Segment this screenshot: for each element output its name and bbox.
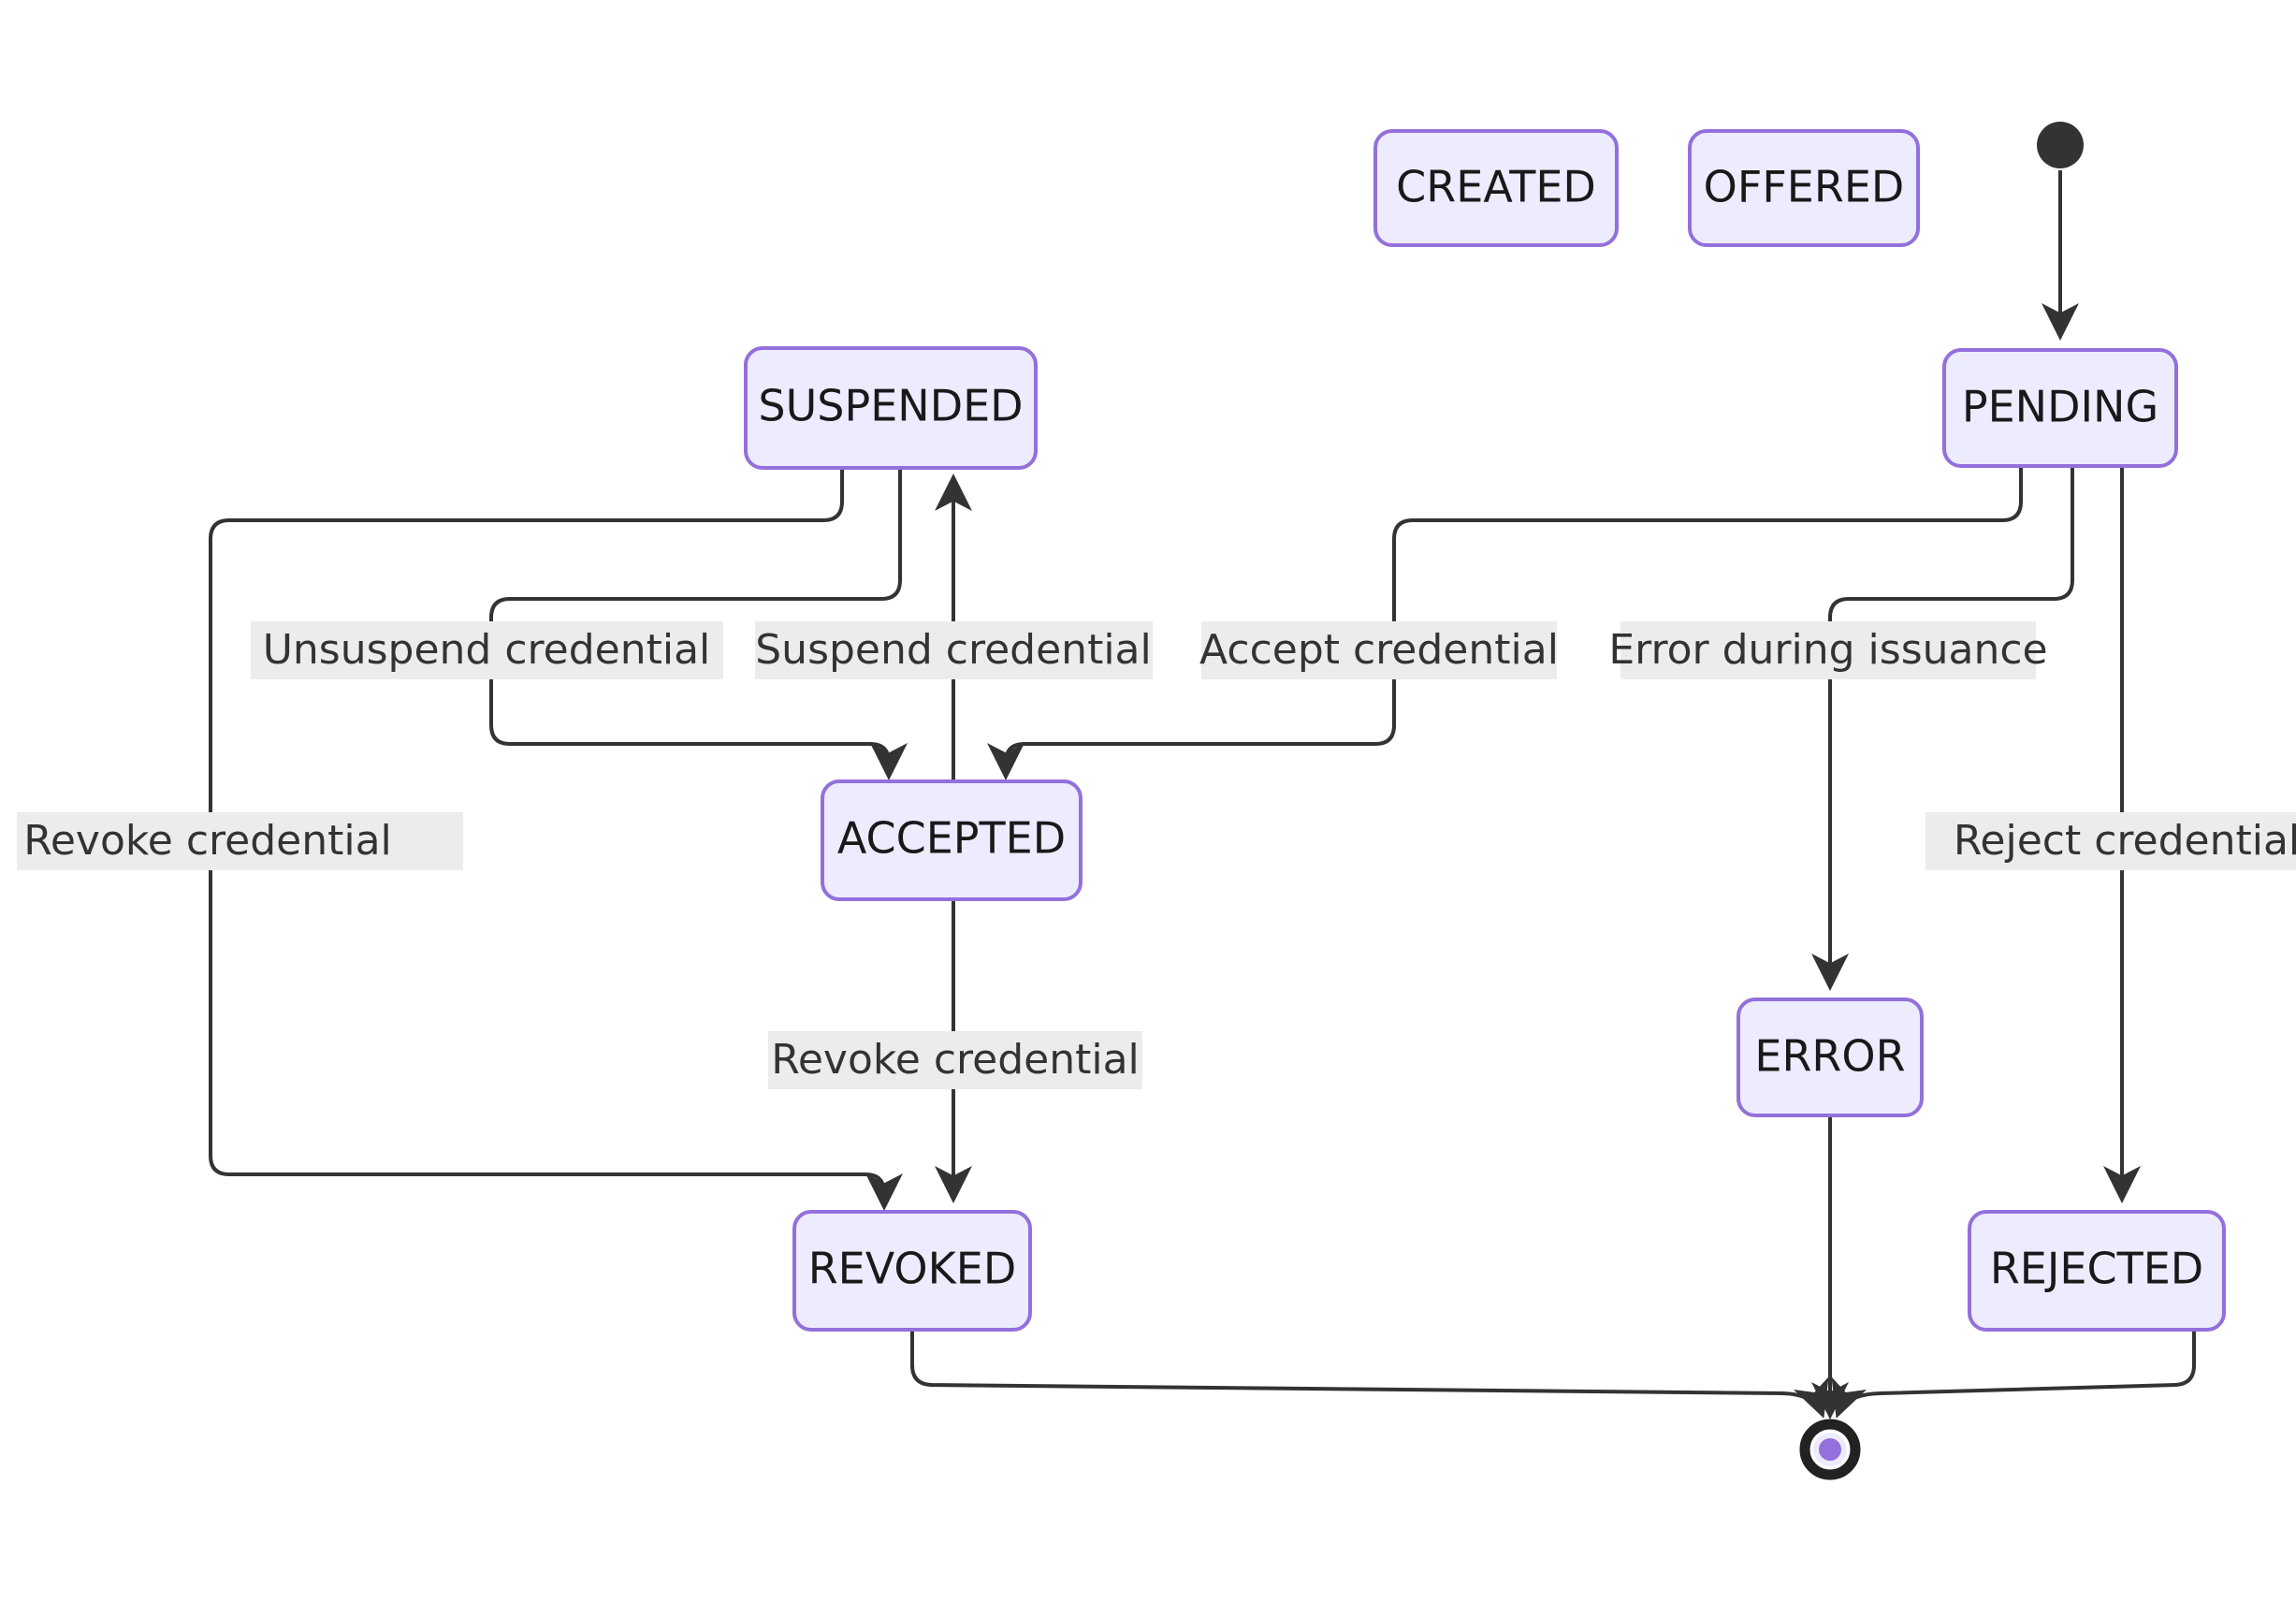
edge-label-text: Error during issuance (1608, 626, 2047, 674)
state-node-created[interactable]: CREATED (1373, 129, 1619, 247)
edge-labels-layer: Revoke credential Unsuspend credential S… (17, 621, 2296, 1089)
state-node-pending-label: PENDING (1962, 382, 2158, 432)
edge-label-background (1620, 621, 2036, 679)
edge-label-accepted-to-revoked: Revoke credential (768, 1031, 1142, 1089)
edge-label-background (1925, 812, 2296, 870)
state-node-error-label: ERROR (1754, 1031, 1905, 1082)
edge-label-pending-to-rejected: Reject credential (1925, 812, 2296, 870)
edge-revoked-to-end (910, 1330, 1829, 1419)
state-node-suspended-box[interactable] (744, 346, 1038, 470)
edge-pending-to-error (1811, 466, 2074, 991)
end-state-icon (1799, 1419, 1861, 1480)
edge-label-background (755, 621, 1153, 679)
state-node-rejected-label: REJECTED (1990, 1244, 2203, 1294)
state-node-revoked[interactable]: REVOKED (792, 1210, 1032, 1332)
state-node-created-label: CREATED (1396, 162, 1596, 212)
state-node-pending-box[interactable] (1942, 348, 2178, 468)
state-node-offered-label: OFFERED (1704, 162, 1905, 212)
start-state-icon (2037, 122, 2084, 168)
edge-label-background (17, 812, 463, 870)
edge-label-suspended-to-accepted: Unsuspend credential (251, 621, 723, 679)
state-node-created-box[interactable] (1373, 129, 1619, 247)
state-node-revoked-box[interactable] (792, 1210, 1032, 1332)
state-node-offered[interactable]: OFFERED (1688, 129, 1920, 247)
edge-label-background (768, 1031, 1142, 1089)
edge-label-accepted-to-suspended: Suspend credential (755, 621, 1153, 679)
state-node-rejected[interactable]: REJECTED (1968, 1210, 2226, 1332)
edge-label-text: Unsuspend credential (263, 626, 711, 674)
state-node-suspended-label: SUSPENDED (758, 381, 1023, 431)
state-node-accepted[interactable]: ACCEPTED (821, 779, 1083, 901)
edges-layer (209, 170, 2196, 1420)
edge-label-pending-to-accepted: Accept credential (1199, 621, 1559, 679)
state-node-error[interactable]: ERROR (1737, 998, 1924, 1117)
edge-label-text: Reject credential (1954, 817, 2296, 865)
edge-label-suspended-to-revoked: Revoke credential (17, 812, 463, 870)
edge-label-text: Accept credential (1199, 626, 1559, 674)
state-node-suspended[interactable]: SUSPENDED (744, 346, 1038, 470)
edge-label-text: Revoke credential (23, 817, 392, 865)
state-node-pending[interactable]: PENDING (1942, 348, 2178, 468)
state-node-revoked-label: REVOKED (808, 1244, 1017, 1294)
state-node-error-box[interactable] (1737, 998, 1924, 1117)
state-node-offered-box[interactable] (1688, 129, 1920, 247)
nodes-layer: CREATED OFFERED PENDING SUSPENDED ACCEPT… (744, 122, 2226, 1480)
state-node-accepted-box[interactable] (821, 779, 1083, 901)
edge-label-background (1201, 621, 1557, 679)
state-node-accepted-label: ACCEPTED (837, 813, 1066, 864)
edge-label-text: Revoke credential (771, 1036, 1140, 1084)
edge-rejected-to-end (1831, 1330, 2196, 1419)
edge-label-text: Suspend credential (755, 626, 1151, 674)
state-node-rejected-box[interactable] (1968, 1210, 2226, 1332)
edge-label-background (251, 621, 723, 679)
end-state-dot (1819, 1438, 1841, 1461)
edge-label-pending-to-error: Error during issuance (1608, 621, 2048, 679)
